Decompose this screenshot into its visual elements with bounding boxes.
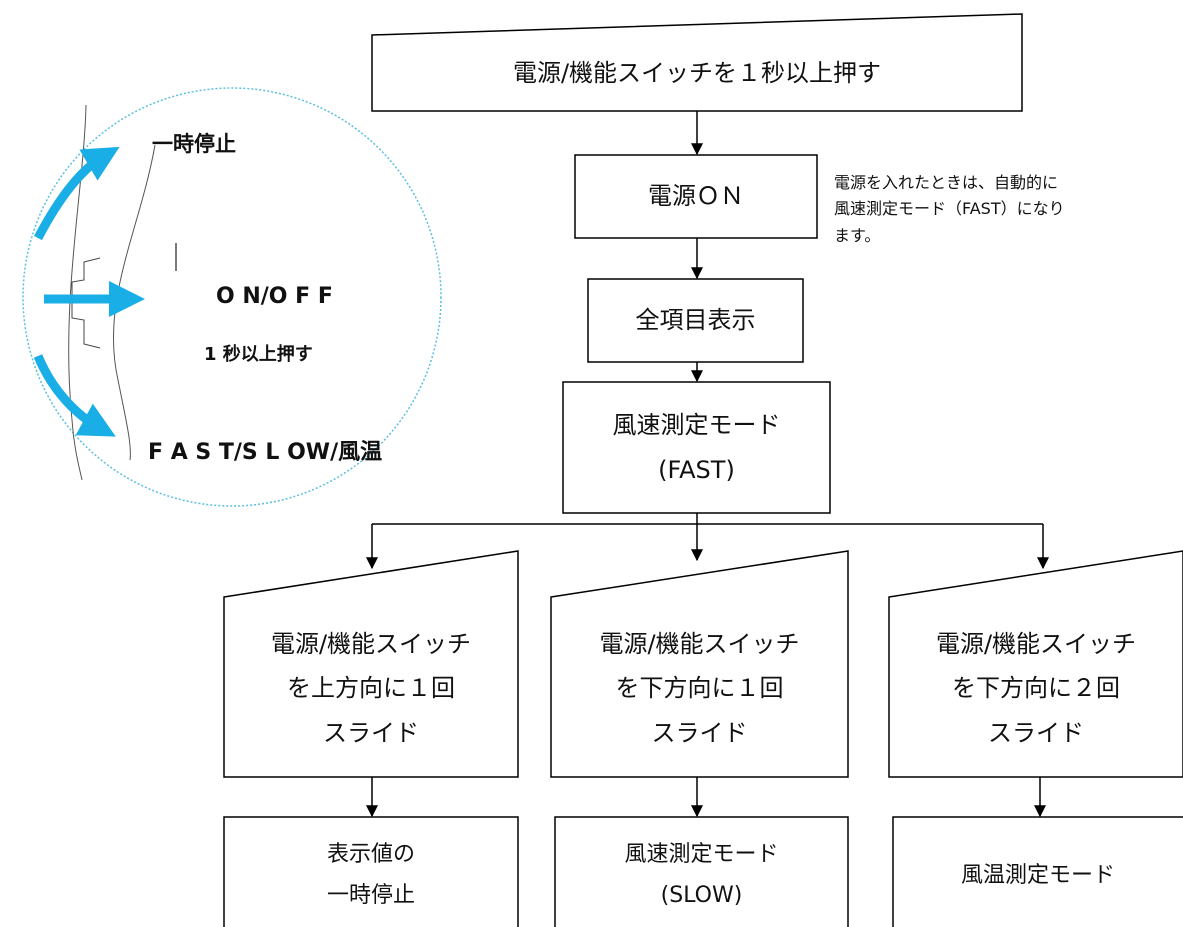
- switch-detail-circle: [22, 87, 442, 507]
- wind-fast-line: 風速測定モード: [612, 411, 781, 440]
- mode-arrow-icon: [33, 354, 116, 437]
- switch-mode-label: F A S T/S L OW/風温: [148, 440, 383, 465]
- note-line: 電源を入れたときは、自動的に: [834, 173, 1059, 192]
- note-line: 風速測定モード（FAST）になり: [834, 199, 1065, 219]
- switch-onoff-label: O N/O F F: [216, 284, 333, 309]
- result-pause-line: 表示値の: [326, 842, 415, 868]
- branch-up-label: 電源/機能スイッチ を上方向に１回 スライド: [224, 600, 518, 777]
- power-on-text: 電源ＯＮ: [648, 182, 744, 211]
- switch-pause-label: 一時停止: [152, 132, 236, 156]
- result-pause-label: 表示値の 一時停止: [224, 825, 518, 927]
- branch-down2-line: 電源/機能スイッチ: [935, 629, 1137, 658]
- start-manual-input-shape: [371, 13, 1023, 112]
- branch-down2-shape: [888, 550, 1183, 778]
- result-temp-label: 風温測定モード: [893, 825, 1183, 927]
- result-slow-line: 風速測定モード: [624, 842, 779, 868]
- result-pause-line: 一時停止: [326, 883, 415, 908]
- result-temp-text: 風温測定モード: [960, 862, 1115, 888]
- branch-down1-line: 電源/機能スイッチ: [599, 629, 800, 658]
- start-step-label: 電源/機能スイッチを１秒以上押す: [372, 35, 1022, 111]
- branch-up-line: を上方向に１回: [287, 674, 455, 703]
- branch-down1-shape: [550, 550, 849, 778]
- branch-down1-label: 電源/機能スイッチ を下方向に１回 スライド: [551, 600, 848, 777]
- device-edge-inner: [112, 144, 156, 461]
- result-slow-label: 風速測定モード (SLOW): [555, 825, 848, 927]
- branch-up-line: 電源/機能スイッチ: [270, 629, 472, 658]
- power-on-note: 電源を入れたときは、自動的に 風速測定モード（FAST）になり ます。: [834, 170, 1164, 249]
- branch-down2-line: スライド: [988, 718, 1084, 747]
- branch-up-line: スライド: [323, 718, 419, 747]
- switch-hold-label: 1 秒以上押す: [204, 344, 313, 365]
- note-line: ます。: [834, 225, 881, 245]
- branch-up-shape: [223, 550, 519, 778]
- switch-illustration: [22, 87, 442, 507]
- wind-fast-label: 風速測定モード (FAST): [563, 382, 830, 513]
- show-all-label: 全項目表示: [588, 279, 803, 362]
- device-edge-outer: [68, 104, 87, 481]
- show-all-text: 全項目表示: [635, 306, 756, 335]
- pause-arrow-icon: [34, 146, 120, 241]
- branch-down2-label: 電源/機能スイッチ を下方向に２回 スライド: [889, 600, 1183, 777]
- power-on-label: 電源ＯＮ: [575, 155, 817, 238]
- branch-down1-line: を下方向に１回: [615, 674, 784, 703]
- branch-down2-line: を下方向に２回: [952, 674, 1120, 703]
- result-slow-line: (SLOW): [660, 883, 743, 908]
- branch-down1-line: スライド: [651, 718, 748, 747]
- result-temp-box: [892, 816, 1183, 927]
- wind-fast-line: (FAST): [658, 455, 735, 484]
- start-step-text: 電源/機能スイッチを１秒以上押す: [512, 58, 882, 87]
